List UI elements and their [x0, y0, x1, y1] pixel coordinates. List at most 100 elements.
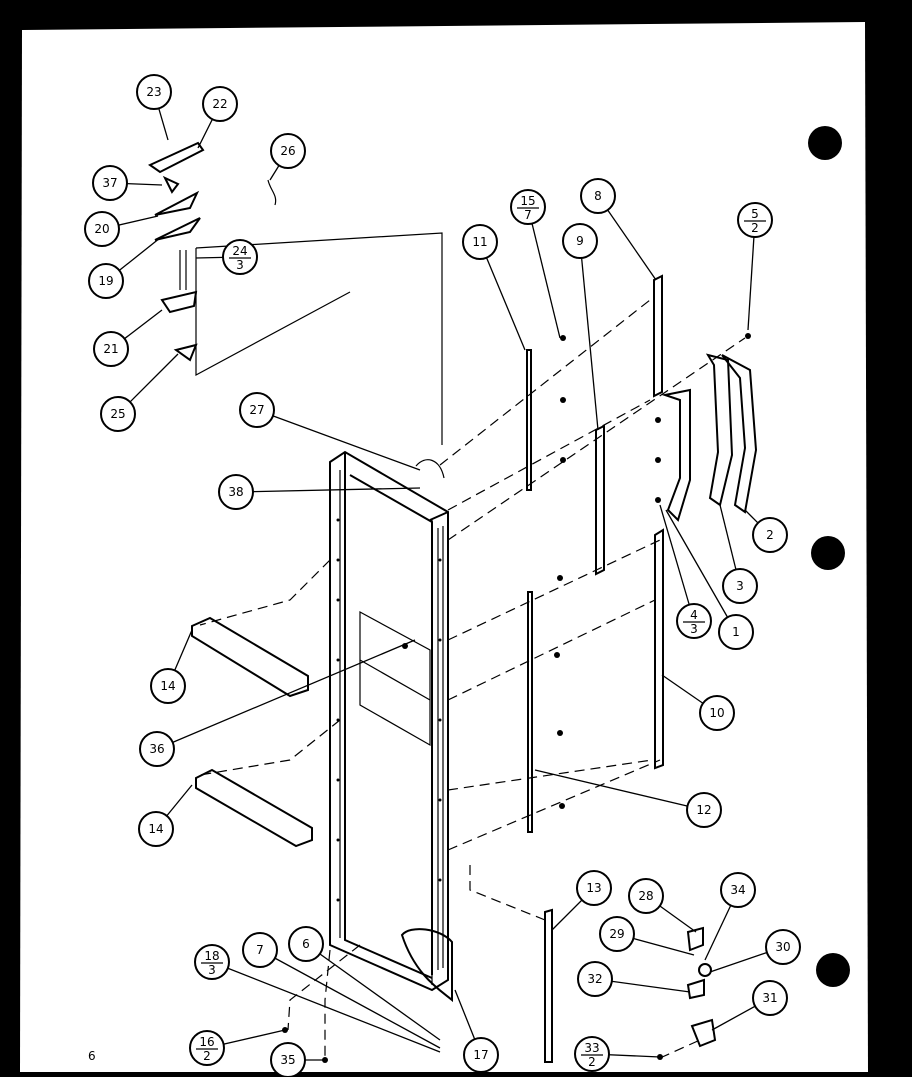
callout-label: 15 [520, 194, 535, 208]
paper-sheet [20, 22, 868, 1072]
callout-35: 35 [270, 1042, 306, 1077]
callout-circle [580, 178, 616, 214]
callout-circle [562, 223, 598, 259]
leader-line-9 [579, 240, 599, 431]
callout-label: 28 [638, 889, 653, 903]
callout-circle [270, 133, 306, 169]
callout-24-3: 243 [222, 239, 258, 275]
callout-circle [737, 202, 773, 238]
callout-sublabel: 3 [236, 258, 244, 272]
callout-label: 32 [587, 972, 602, 986]
callout-circle [510, 189, 546, 225]
callout-14: 14 [138, 811, 174, 847]
callout-label: 35 [280, 1053, 295, 1067]
callout-label: 27 [249, 403, 264, 417]
callout-label: 1 [732, 625, 740, 639]
callout-sublabel: 3 [690, 622, 698, 636]
callout-circle [752, 517, 788, 553]
binder-hole [816, 953, 850, 987]
callout-2: 2 [752, 517, 788, 553]
callout-circle [288, 926, 324, 962]
callout-label: 7 [256, 943, 264, 957]
callout-circle [138, 811, 174, 847]
page-number: 6 [88, 1049, 96, 1063]
callout-3: 3 [722, 568, 758, 604]
callout-11: 11 [462, 224, 498, 260]
callout-circle [139, 731, 175, 767]
top-hinge-assembly [147, 141, 277, 362]
callout-17: 17 [463, 1037, 499, 1073]
callout-circle [136, 74, 172, 110]
callout-circle [752, 980, 788, 1016]
callout-18-3: 183 [194, 944, 230, 980]
callout-circle [100, 396, 136, 432]
callout-6: 6 [288, 926, 324, 962]
callout-30: 30 [765, 929, 801, 965]
leader-line-5-2 [747, 219, 756, 331]
callout-13: 13 [576, 870, 612, 906]
callout-circle [84, 211, 120, 247]
callout-label: 26 [280, 144, 295, 158]
callout-sublabel: 2 [588, 1055, 596, 1069]
callout-circle [699, 695, 735, 731]
callout-label: 25 [110, 407, 125, 421]
callout-label: 31 [762, 991, 777, 1005]
callout-sublabel: 3 [208, 963, 216, 977]
callout-circle [599, 916, 635, 952]
callout-20: 20 [84, 211, 120, 247]
callout-29: 29 [599, 916, 635, 952]
callout-19: 19 [88, 263, 124, 299]
callout-label: 17 [473, 1048, 488, 1062]
callout-circle [242, 932, 278, 968]
callout-14: 14 [150, 668, 186, 704]
callout-label: 30 [775, 940, 790, 954]
callout-21: 21 [93, 331, 129, 367]
callout-circle [765, 929, 801, 965]
callout-circle [218, 474, 254, 510]
callout-26: 26 [270, 133, 306, 169]
door-frame [329, 450, 453, 1003]
leader-line-36 [156, 639, 416, 750]
callout-label: 37 [102, 176, 117, 190]
callout-label: 20 [94, 222, 109, 236]
screws [282, 333, 751, 1063]
callout-23: 23 [136, 74, 172, 110]
leader-line-7 [259, 949, 441, 1049]
callout-label: 2 [766, 528, 774, 542]
leader-line-12 [534, 769, 705, 811]
callout-label: 38 [228, 485, 243, 499]
projection-lines [199, 299, 746, 1060]
callout-label: 9 [576, 234, 584, 248]
callout-5-2: 52 [737, 202, 773, 238]
callout-circle [718, 614, 754, 650]
leader-line-11 [479, 241, 526, 351]
binder-hole [811, 536, 845, 570]
leader-line-6 [305, 943, 441, 1041]
callout-7: 7 [242, 932, 278, 968]
callout-circle [722, 568, 758, 604]
callout-label: 33 [584, 1041, 599, 1055]
callout-36: 36 [139, 731, 175, 767]
callout-12: 12 [686, 792, 722, 828]
leader-line-38 [235, 487, 421, 493]
leader-line-4-3 [659, 504, 695, 622]
callout-38: 38 [218, 474, 254, 510]
callout-label: 11 [472, 235, 487, 249]
leader-line-15-7 [527, 206, 561, 339]
leader-line-18-3 [211, 961, 441, 1053]
callout-circle [92, 165, 128, 201]
callout-circle [574, 1036, 610, 1072]
callout-circle [686, 792, 722, 828]
callout-label: 6 [302, 937, 310, 951]
callout-circle [222, 239, 258, 275]
callout-label: 19 [98, 274, 113, 288]
callout-label: 14 [160, 679, 175, 693]
callout-label: 34 [730, 883, 745, 897]
callout-circle [628, 878, 664, 914]
callout-28: 28 [628, 878, 664, 914]
callout-label: 22 [212, 97, 227, 111]
callout-31: 31 [752, 980, 788, 1016]
callout-circle [93, 331, 129, 367]
